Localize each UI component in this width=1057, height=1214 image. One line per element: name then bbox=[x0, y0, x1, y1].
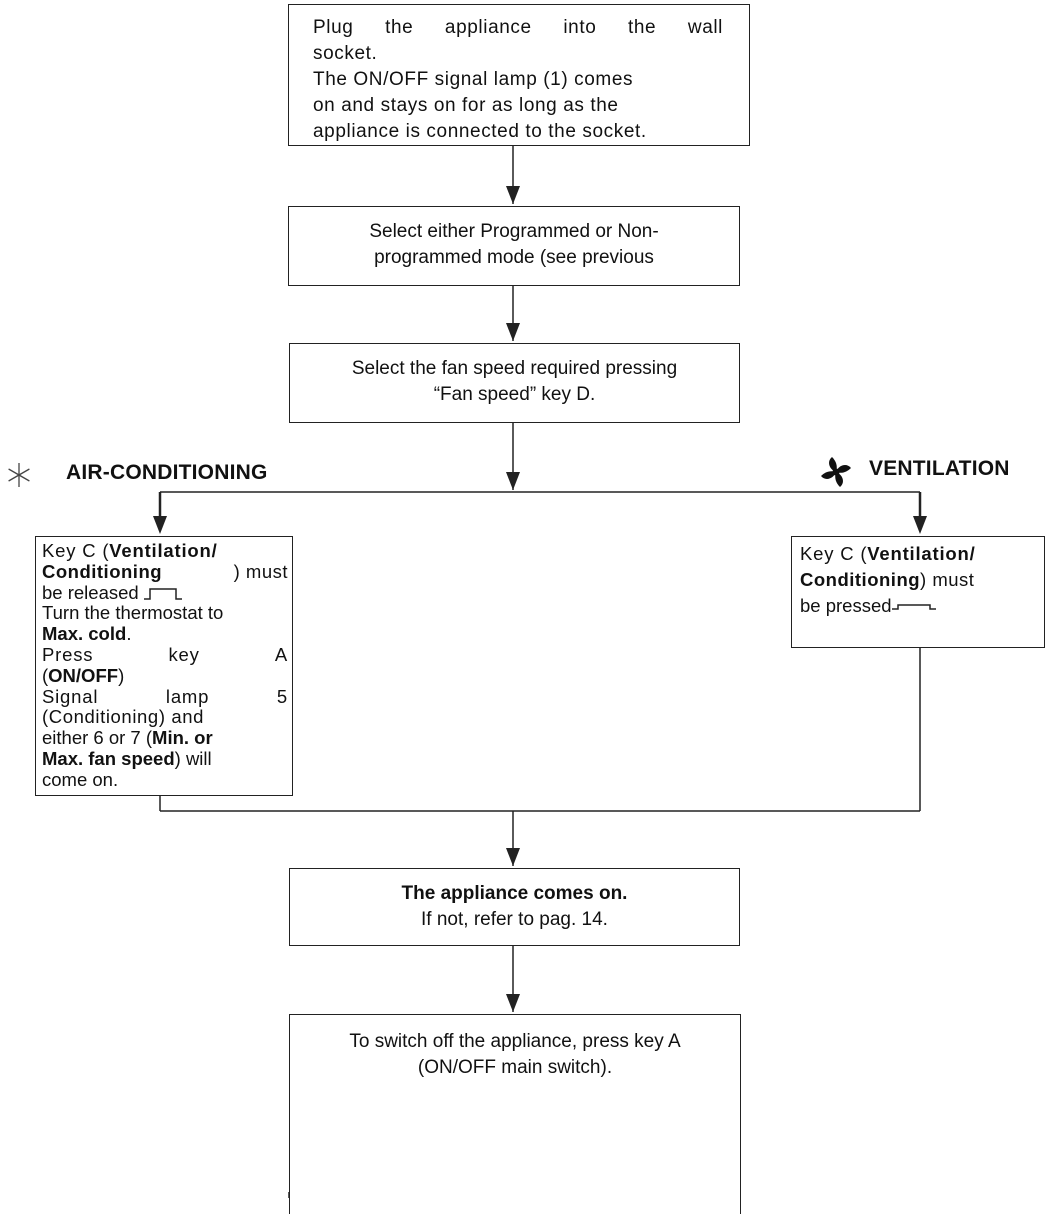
step-appliance-on-box: The appliance comes on. If not, refer to… bbox=[289, 868, 740, 946]
fan-icon bbox=[821, 457, 851, 487]
step1-line: socket. bbox=[313, 43, 378, 64]
branch-heading-ventilation: VENTILATION bbox=[869, 457, 1010, 480]
right-line: be pressed bbox=[800, 595, 892, 616]
left-line: ) will bbox=[174, 747, 212, 769]
left-line: (Conditioning) and bbox=[42, 706, 204, 728]
left-line: . bbox=[126, 623, 132, 645]
left-line: Turn the thermostat to bbox=[42, 602, 224, 624]
step-select-mode-box: Select either Programmed or Non- program… bbox=[288, 206, 740, 286]
key-released-icon bbox=[143, 587, 182, 600]
left-line-bold: Max. fan speed bbox=[42, 747, 175, 769]
step-fan-speed-box: Select the fan speed required pressing “… bbox=[289, 343, 740, 423]
step5-line: If not, refer to pag. 14. bbox=[421, 909, 608, 930]
left-line: 5 bbox=[276, 685, 288, 707]
step3-line: “Fan speed” key D. bbox=[433, 384, 596, 405]
right-line: ) must bbox=[920, 569, 975, 590]
step2-line: programmed mode (see previous bbox=[374, 247, 654, 268]
left-line: come on. bbox=[42, 768, 119, 790]
left-line-bold: ON/OFF bbox=[48, 664, 119, 686]
left-line: Press bbox=[42, 643, 94, 665]
right-line: Key C ( bbox=[800, 543, 868, 564]
left-line: be released bbox=[42, 581, 139, 603]
step1-line: on and stays on for as long as the bbox=[313, 95, 619, 116]
left-line: A bbox=[274, 643, 288, 665]
left-line: ) must bbox=[233, 560, 288, 582]
left-line: either 6 or 7 ( bbox=[42, 727, 153, 749]
left-line-bold: Max. cold bbox=[42, 623, 127, 645]
right-line-bold: Ventilation/ bbox=[867, 543, 976, 564]
branch-heading-air-conditioning: AIR-CONDITIONING bbox=[66, 461, 268, 484]
step6-line: To switch off the appliance, press key A bbox=[349, 1031, 681, 1052]
step6-line: (ON/OFF main switch). bbox=[417, 1057, 613, 1078]
step-switch-off-box: To switch off the appliance, press key A… bbox=[289, 1014, 741, 1214]
left-line-bold: Conditioning bbox=[42, 560, 163, 582]
right-line-bold: Conditioning bbox=[800, 569, 921, 590]
ventilation-instructions-box: Key C (Ventilation/ Conditioning) must b… bbox=[791, 536, 1045, 648]
left-line: Signal bbox=[42, 685, 99, 707]
left-line: key bbox=[168, 643, 200, 665]
step5-line: The appliance comes on. bbox=[401, 883, 628, 904]
step-plug-in-box: Plug the appliance into the wall socket.… bbox=[288, 4, 750, 146]
left-line-bold: Min. or bbox=[152, 727, 213, 749]
step3-line: Select the fan speed required pressing bbox=[351, 358, 678, 379]
snowflake-icon bbox=[8, 463, 30, 487]
left-line-bold: Ventilation/ bbox=[109, 540, 218, 561]
left-line: ) bbox=[118, 664, 125, 686]
step1-line: appliance is connected to the socket. bbox=[313, 121, 647, 142]
step1-line: The ON/OFF signal lamp (1) comes bbox=[313, 69, 634, 90]
step2-line: Select either Programmed or Non- bbox=[369, 221, 659, 242]
key-pressed-icon bbox=[891, 604, 936, 610]
step1-line: Plug the appliance into the wall bbox=[313, 17, 723, 38]
left-line: lamp bbox=[165, 685, 210, 707]
left-line: ( bbox=[42, 664, 49, 686]
left-line: Key C ( bbox=[42, 540, 110, 561]
air-conditioning-instructions-box: Key C (Ventilation/ Conditioning ) must b… bbox=[35, 536, 293, 796]
